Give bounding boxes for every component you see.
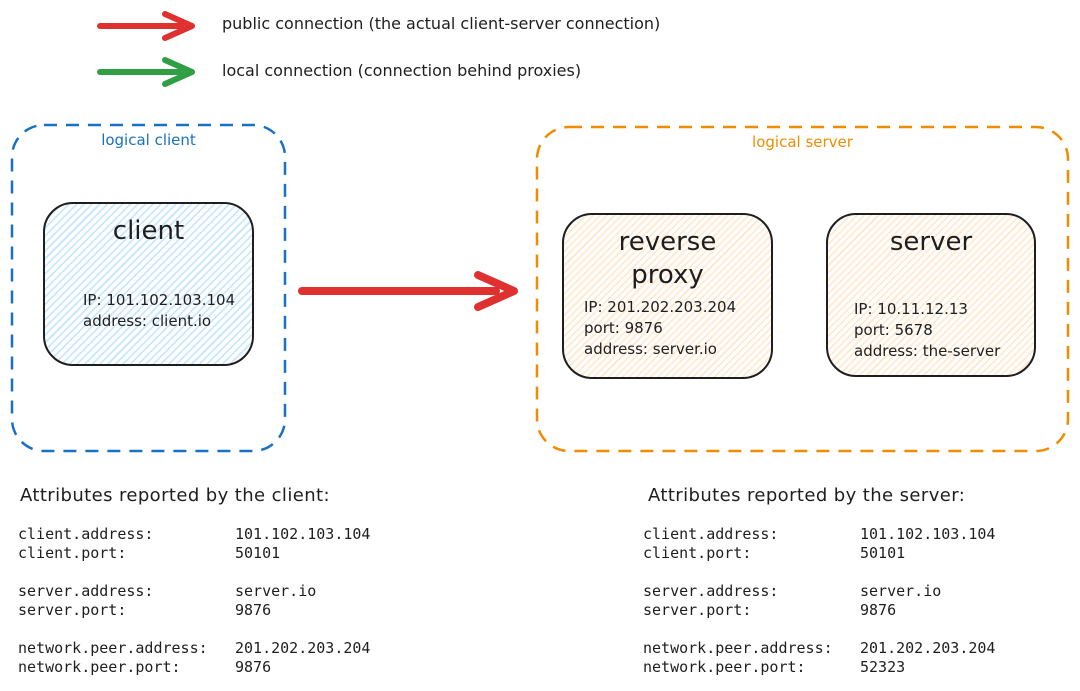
client-address-line: address: client.io [83, 312, 212, 330]
attr-value: 50101 [235, 544, 281, 562]
client-node-details: IP: 101.102.103.104 address: client.io [83, 290, 235, 332]
attr-value: 52323 [860, 658, 906, 676]
attr-key: network.peer.port: [18, 658, 181, 676]
attr-key: server.address: [18, 582, 154, 600]
reverse-proxy-node-details: IP: 201.202.203.204 port: 9876 address: … [584, 297, 736, 360]
attr-value: server.io [235, 582, 317, 600]
logical-server-group-border [535, 125, 1070, 453]
attr-key: server.port: [18, 601, 127, 619]
reverse-proxy-port-line: port: 9876 [584, 319, 663, 337]
client-attr-group-network-peer: network.peer.address: 201.202.203.204 ne… [18, 639, 370, 677]
attr-value: server.io [860, 582, 942, 600]
attr-value: 9876 [860, 601, 897, 619]
attr-value: 201.202.203.204 [235, 639, 371, 657]
client-attr-group-client: client.address: 101.102.103.104 client.p… [18, 525, 370, 563]
attr-key: client.address: [18, 525, 154, 543]
server-port-line: port: 5678 [854, 321, 933, 339]
server-ip-line: IP: 10.11.12.13 [854, 300, 968, 318]
client-attr-group-server: server.address: server.io server.port: 9… [18, 582, 370, 620]
server-attributes-list: client.address: 101.102.103.104 client.p… [643, 525, 995, 691]
attr-row-network-peer-port: network.peer.port: 9876 [18, 658, 370, 677]
arrow-head [474, 271, 518, 311]
attr-key: client.port: [18, 544, 127, 562]
attr-value: 50101 [860, 544, 906, 562]
arrow-head [162, 11, 195, 41]
client-node: client IP: 101.102.103.104 address: clie… [43, 202, 254, 366]
attr-row-network-peer-address: network.peer.address: 201.202.203.204 [18, 639, 370, 658]
attr-row-client-port: client.port: 50101 [18, 544, 370, 563]
server-node-details: IP: 10.11.12.13 port: 5678 address: the-… [854, 299, 1000, 362]
server-attr-group-client: client.address: 101.102.103.104 client.p… [643, 525, 995, 563]
attr-key: client.address: [643, 525, 779, 543]
attr-row-network-peer-address: network.peer.address: 201.202.203.204 [643, 639, 995, 658]
client-ip-line: IP: 101.102.103.104 [83, 291, 236, 309]
server-attr-group-network-peer: network.peer.address: 201.202.203.204 ne… [643, 639, 995, 677]
server-node: server IP: 10.11.12.13 port: 5678 addres… [826, 213, 1036, 377]
attr-row-network-peer-port: network.peer.port: 52323 [643, 658, 995, 677]
public-connection-legend-label: public connection (the actual client-ser… [222, 14, 661, 33]
logical-server-label: logical server [752, 133, 853, 151]
attr-value: 201.202.203.204 [860, 639, 996, 657]
attr-row-server-address: server.address: server.io [643, 582, 995, 601]
reverse-proxy-ip-line: IP: 201.202.203.204 [584, 298, 737, 316]
client-attributes-title: Attributes reported by the client: [20, 485, 330, 506]
attr-key: network.peer.address: [18, 639, 208, 657]
attr-value: 9876 [235, 658, 272, 676]
client-node-title: client [112, 216, 185, 246]
server-address-line: address: the-server [854, 342, 1001, 360]
attr-key: server.port: [643, 601, 752, 619]
server-node-title: server [889, 227, 973, 257]
public-connection-main-arrow-icon [298, 271, 518, 311]
attr-row-client-address: client.address: 101.102.103.104 [18, 525, 370, 544]
attr-row-client-address: client.address: 101.102.103.104 [643, 525, 995, 544]
local-connection-legend-arrow-icon [97, 57, 195, 87]
attr-key: client.port: [643, 544, 752, 562]
logical-client-label: logical client [101, 131, 196, 149]
arrow-head [162, 57, 195, 87]
server-attributes-title: Attributes reported by the server: [648, 485, 966, 506]
reverse-proxy-node: reverse proxy IP: 201.202.203.204 port: … [562, 213, 773, 379]
dashed-rect [535, 125, 1070, 453]
client-attributes-list: client.address: 101.102.103.104 client.p… [18, 525, 370, 691]
attr-row-server-port: server.port: 9876 [18, 601, 370, 620]
attr-value: 101.102.103.104 [860, 525, 996, 543]
reverse-proxy-node-title: reverse proxy [618, 227, 717, 290]
attr-key: network.peer.address: [643, 639, 833, 657]
attr-key: network.peer.port: [643, 658, 806, 676]
reverse-proxy-address-line: address: server.io [584, 340, 717, 358]
server-attr-group-server: server.address: server.io server.port: 9… [643, 582, 995, 620]
attr-key: server.address: [643, 582, 779, 600]
attr-value: 101.102.103.104 [235, 525, 371, 543]
attr-row-server-port: server.port: 9876 [643, 601, 995, 620]
attr-row-client-port: client.port: 50101 [643, 544, 995, 563]
public-connection-legend-arrow-icon [97, 11, 195, 41]
attr-value: 9876 [235, 601, 272, 619]
attr-row-server-address: server.address: server.io [18, 582, 370, 601]
local-connection-legend-label: local connection (connection behind prox… [222, 61, 582, 80]
